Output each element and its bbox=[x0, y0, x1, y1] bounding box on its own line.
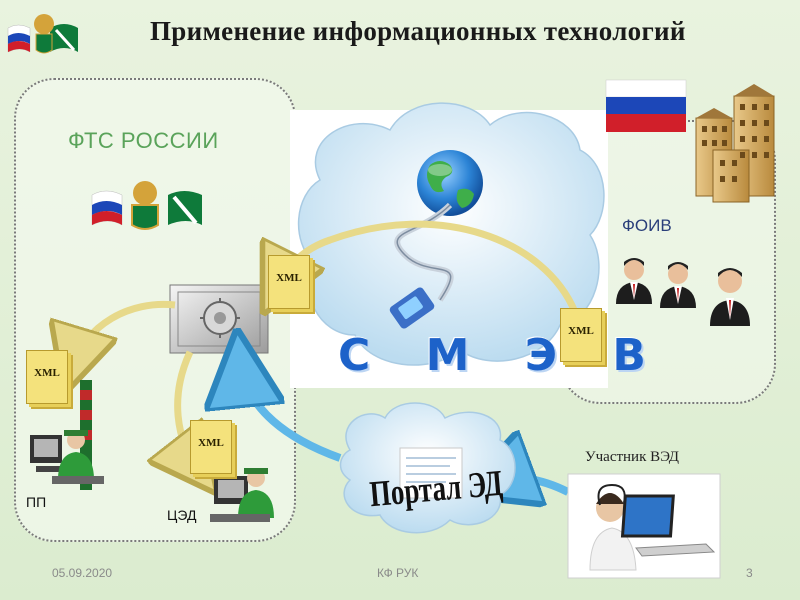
fts-russia-label: ФТС РОССИИ bbox=[68, 128, 219, 153]
pp-label: ПП bbox=[26, 494, 47, 510]
ced-workstation-icon bbox=[210, 468, 274, 522]
government-buildings-icon bbox=[695, 84, 775, 203]
pp-workstation-icon bbox=[30, 380, 104, 490]
arrow-portal-to-vault bbox=[240, 360, 342, 462]
officials-group-icon bbox=[616, 258, 750, 326]
fts-emblem-icon bbox=[7, 14, 78, 54]
data-vault-icon bbox=[169, 284, 269, 354]
participant-photo bbox=[567, 473, 721, 579]
russia-flag-icon bbox=[605, 79, 687, 132]
footer-date: 05.09.2020 bbox=[52, 566, 113, 580]
page-title: Применение информационных технологий bbox=[150, 16, 686, 46]
xml-doc-smev: XML bbox=[268, 255, 310, 309]
xml-doc-ced: XML bbox=[190, 420, 232, 474]
footer-org: КФ РУК bbox=[377, 566, 419, 580]
globe-icon bbox=[417, 150, 483, 216]
ved-participant-label: Участник ВЭД bbox=[585, 449, 680, 465]
smev-label: С М Э В bbox=[338, 330, 666, 381]
ced-label: ЦЭД bbox=[167, 507, 197, 523]
portal-cloud bbox=[339, 402, 516, 534]
xml-doc-foiv: XML bbox=[560, 308, 602, 362]
footer-page-number: 3 bbox=[746, 566, 753, 580]
fts-flags-icon bbox=[91, 181, 202, 230]
xml-doc-pp: XML bbox=[26, 350, 68, 404]
arrow-vault-to-pp bbox=[72, 300, 176, 368]
foiv-label: ФОИВ bbox=[622, 216, 672, 235]
